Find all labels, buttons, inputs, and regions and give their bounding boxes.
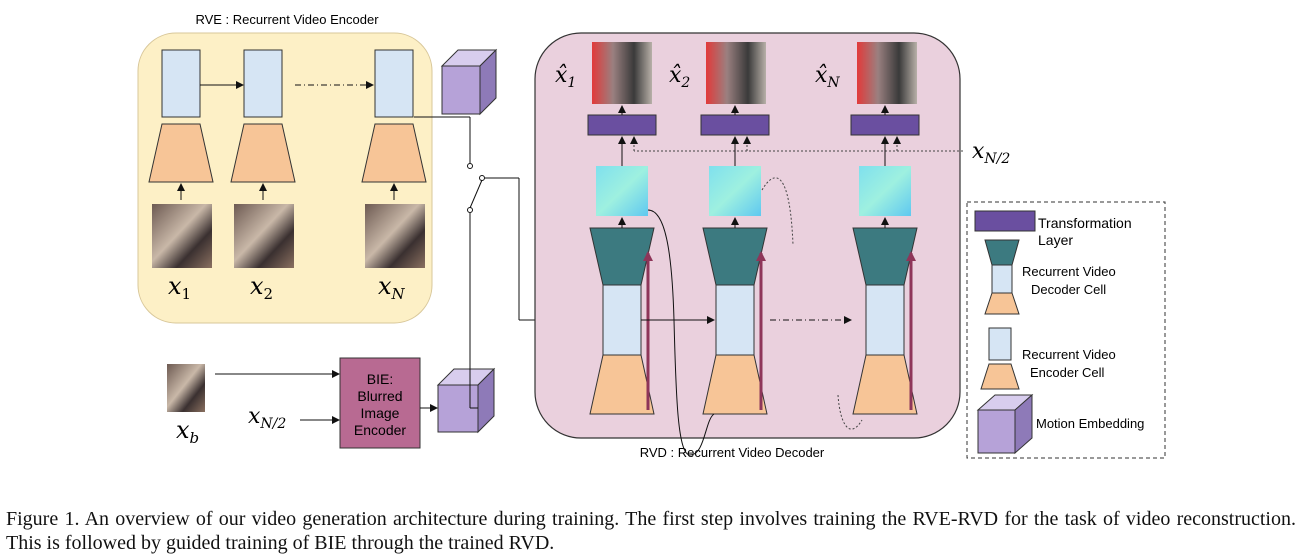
motion-embedding-cube-top — [440, 48, 498, 116]
legend: Transformation Layer Recurrent Video Dec… — [966, 201, 1166, 459]
bie-block: BIE: Blurred Image Encoder xb xN/2 — [167, 357, 438, 449]
input-label-1: x1 — [168, 272, 191, 303]
motion-embedding-cube-bottom — [436, 367, 496, 434]
input-frame-n — [365, 204, 425, 268]
rve-panel: RVE : Recurrent Video Encoder x1 x2 xN — [137, 12, 433, 324]
transformation-layer-n — [850, 114, 920, 136]
output-frame-2 — [706, 42, 766, 104]
legend-encoder-line-1: Recurrent Video — [1022, 347, 1116, 362]
bie-line-2: Blurred — [357, 388, 402, 404]
input-label-2: x2 — [250, 272, 273, 303]
bie-line-1: BIE: — [367, 371, 393, 387]
side-input-label: xN/2 — [972, 139, 1010, 167]
legend-motion-label: Motion Embedding — [1036, 416, 1144, 431]
encoder-cell-n — [361, 49, 427, 183]
output-label-n: x̂N — [815, 63, 840, 91]
input-label-n: xN — [378, 272, 406, 303]
figure-caption: Figure 1. An overview of our video gener… — [6, 508, 1296, 554]
rvd-panel: RVD : Recurrent Video Decoder x̂1 x̂2 x̂… — [534, 32, 1010, 460]
rvd-title: RVD : Recurrent Video Decoder — [640, 445, 825, 460]
encoder-cell-2 — [230, 49, 296, 183]
legend-encoder-line-2: Encoder Cell — [1030, 365, 1105, 380]
output-frame-1 — [592, 42, 652, 104]
decoder-cell-n — [852, 227, 918, 415]
bie-line-3: Image — [361, 405, 400, 421]
rve-title: RVE : Recurrent Video Encoder — [195, 12, 379, 27]
legend-decoder-line-2: Decoder Cell — [1031, 282, 1106, 297]
blurred-input-frame — [167, 364, 205, 412]
legend-transformation-swatch — [974, 210, 1036, 232]
transformation-layer-1 — [587, 114, 657, 136]
transformation-layer-2 — [700, 114, 770, 136]
legend-transformation-line-1: Transformation — [1038, 215, 1132, 231]
input-frame-1 — [152, 204, 212, 268]
flow-map-1 — [596, 166, 648, 216]
bie-line-4: Encoder — [354, 422, 406, 438]
legend-decoder-swatch — [984, 239, 1020, 315]
blurred-input-label: xb — [176, 416, 199, 447]
flow-map-2 — [709, 166, 761, 216]
encoder-cell-1 — [148, 49, 214, 183]
decoder-cell-2 — [702, 227, 768, 415]
mid-frame-input-label: xN/2 — [248, 404, 286, 432]
output-label-2: x̂2 — [669, 63, 690, 91]
output-label-1: x̂1 — [555, 63, 576, 91]
legend-encoder-swatch — [980, 327, 1020, 390]
legend-decoder-line-1: Recurrent Video — [1022, 264, 1116, 279]
legend-transformation-line-2: Layer — [1038, 232, 1073, 248]
input-frame-2 — [234, 204, 294, 268]
flow-map-n — [859, 166, 911, 216]
output-frame-n — [857, 42, 917, 104]
decoder-cell-1 — [589, 227, 655, 415]
legend-motion-cube — [976, 393, 1034, 455]
